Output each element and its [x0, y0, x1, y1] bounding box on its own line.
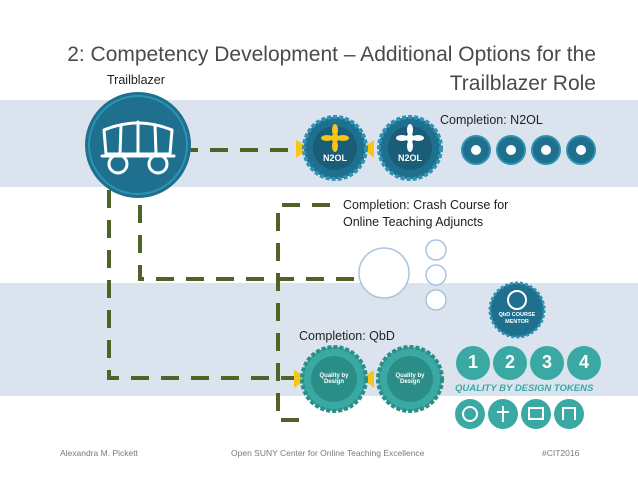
crash-course-badge-small-3	[425, 289, 447, 311]
qbd-token-number-1: 1	[467, 352, 478, 372]
footer-author: Alexandra M. Pickett	[60, 448, 138, 458]
hand-icon	[562, 407, 576, 420]
person-icon	[497, 406, 509, 422]
crash-course-badge-large	[358, 247, 410, 299]
completion-qbd-label: Completion: QbD	[299, 329, 395, 343]
qbd-icon-token-4	[554, 399, 584, 429]
certificate-icon	[528, 407, 544, 420]
connector-lines	[107, 148, 355, 422]
qbd-token-number-4: 4	[578, 352, 589, 372]
qbd-token-1	[456, 346, 490, 380]
n2ol-seal-2-text: N2OL	[397, 153, 422, 163]
connector-top-bracket	[276, 203, 330, 422]
n2ol-seal-1	[296, 115, 374, 181]
qbd-seal-2	[376, 345, 444, 413]
qbd-icon-token-3	[521, 399, 551, 429]
completion-crash-course-line2: Online Teaching Adjuncts	[343, 215, 484, 229]
completion-crash-course-line1: Completion: Crash Course for	[343, 198, 509, 212]
qbd-icon-token-1	[455, 399, 485, 429]
qbd-icon-tokens	[455, 399, 584, 429]
trailblazer-label: Trailblazer	[107, 73, 165, 87]
footer-tag: #CIT2016	[542, 448, 580, 458]
n2ol-flower-icon	[396, 124, 424, 152]
n2ol-tokens	[461, 135, 596, 165]
slide-title-line1: 2: Competency Development – Additional O…	[67, 43, 596, 66]
crash-course-badge-small-2	[425, 264, 447, 286]
qbd-token-2	[493, 346, 527, 380]
qbd-mentor-badge	[488, 281, 546, 339]
completion-n2ol-label: Completion: N2OL	[440, 113, 543, 127]
qbd-mentor-badge-line2: MENTOR	[505, 319, 529, 325]
qbd-mentor-badge-line1: QbD COURSE	[498, 312, 536, 318]
crash-course-badge-small-1	[425, 239, 447, 261]
n2ol-seal-1-text: N2OL	[322, 153, 347, 163]
qbd-mentor-badge-text: QbD COURSE MENTOR	[496, 312, 538, 326]
completion-crash-course-label: Completion: Crash Course for Online Teac…	[343, 197, 508, 231]
qbd-seal-2-text: Quality by Design	[395, 373, 425, 385]
qbd-token-number-3: 3	[541, 352, 552, 372]
qbd-token-4	[567, 346, 601, 380]
connector-to-crash-course	[138, 205, 355, 281]
qbd-token-3	[530, 346, 564, 380]
connector-to-qbd	[107, 190, 298, 380]
n2ol-flower-icon	[321, 124, 349, 152]
n2ol-seal-2	[377, 115, 443, 181]
crash-course-badges	[358, 239, 447, 311]
qbd-seal-1	[294, 345, 374, 413]
covered-wagon-icon	[100, 120, 176, 175]
qbd-token-number-2: 2	[504, 352, 515, 372]
clock-icon	[462, 406, 478, 422]
trailblazer-badge	[85, 92, 191, 198]
qbd-number-tokens	[456, 346, 601, 380]
qbd-tokens-label: QUALITY BY DESIGN TOKENS	[455, 383, 594, 394]
slide-title-line2: Trailblazer Role	[449, 72, 596, 95]
qbd-seal-1-text: Quality by Design	[319, 373, 349, 385]
footer-org: Open SUNY Center for Online Teaching Exc…	[231, 448, 425, 458]
slide-title: 2: Competency Development – Additional O…	[36, 40, 596, 98]
